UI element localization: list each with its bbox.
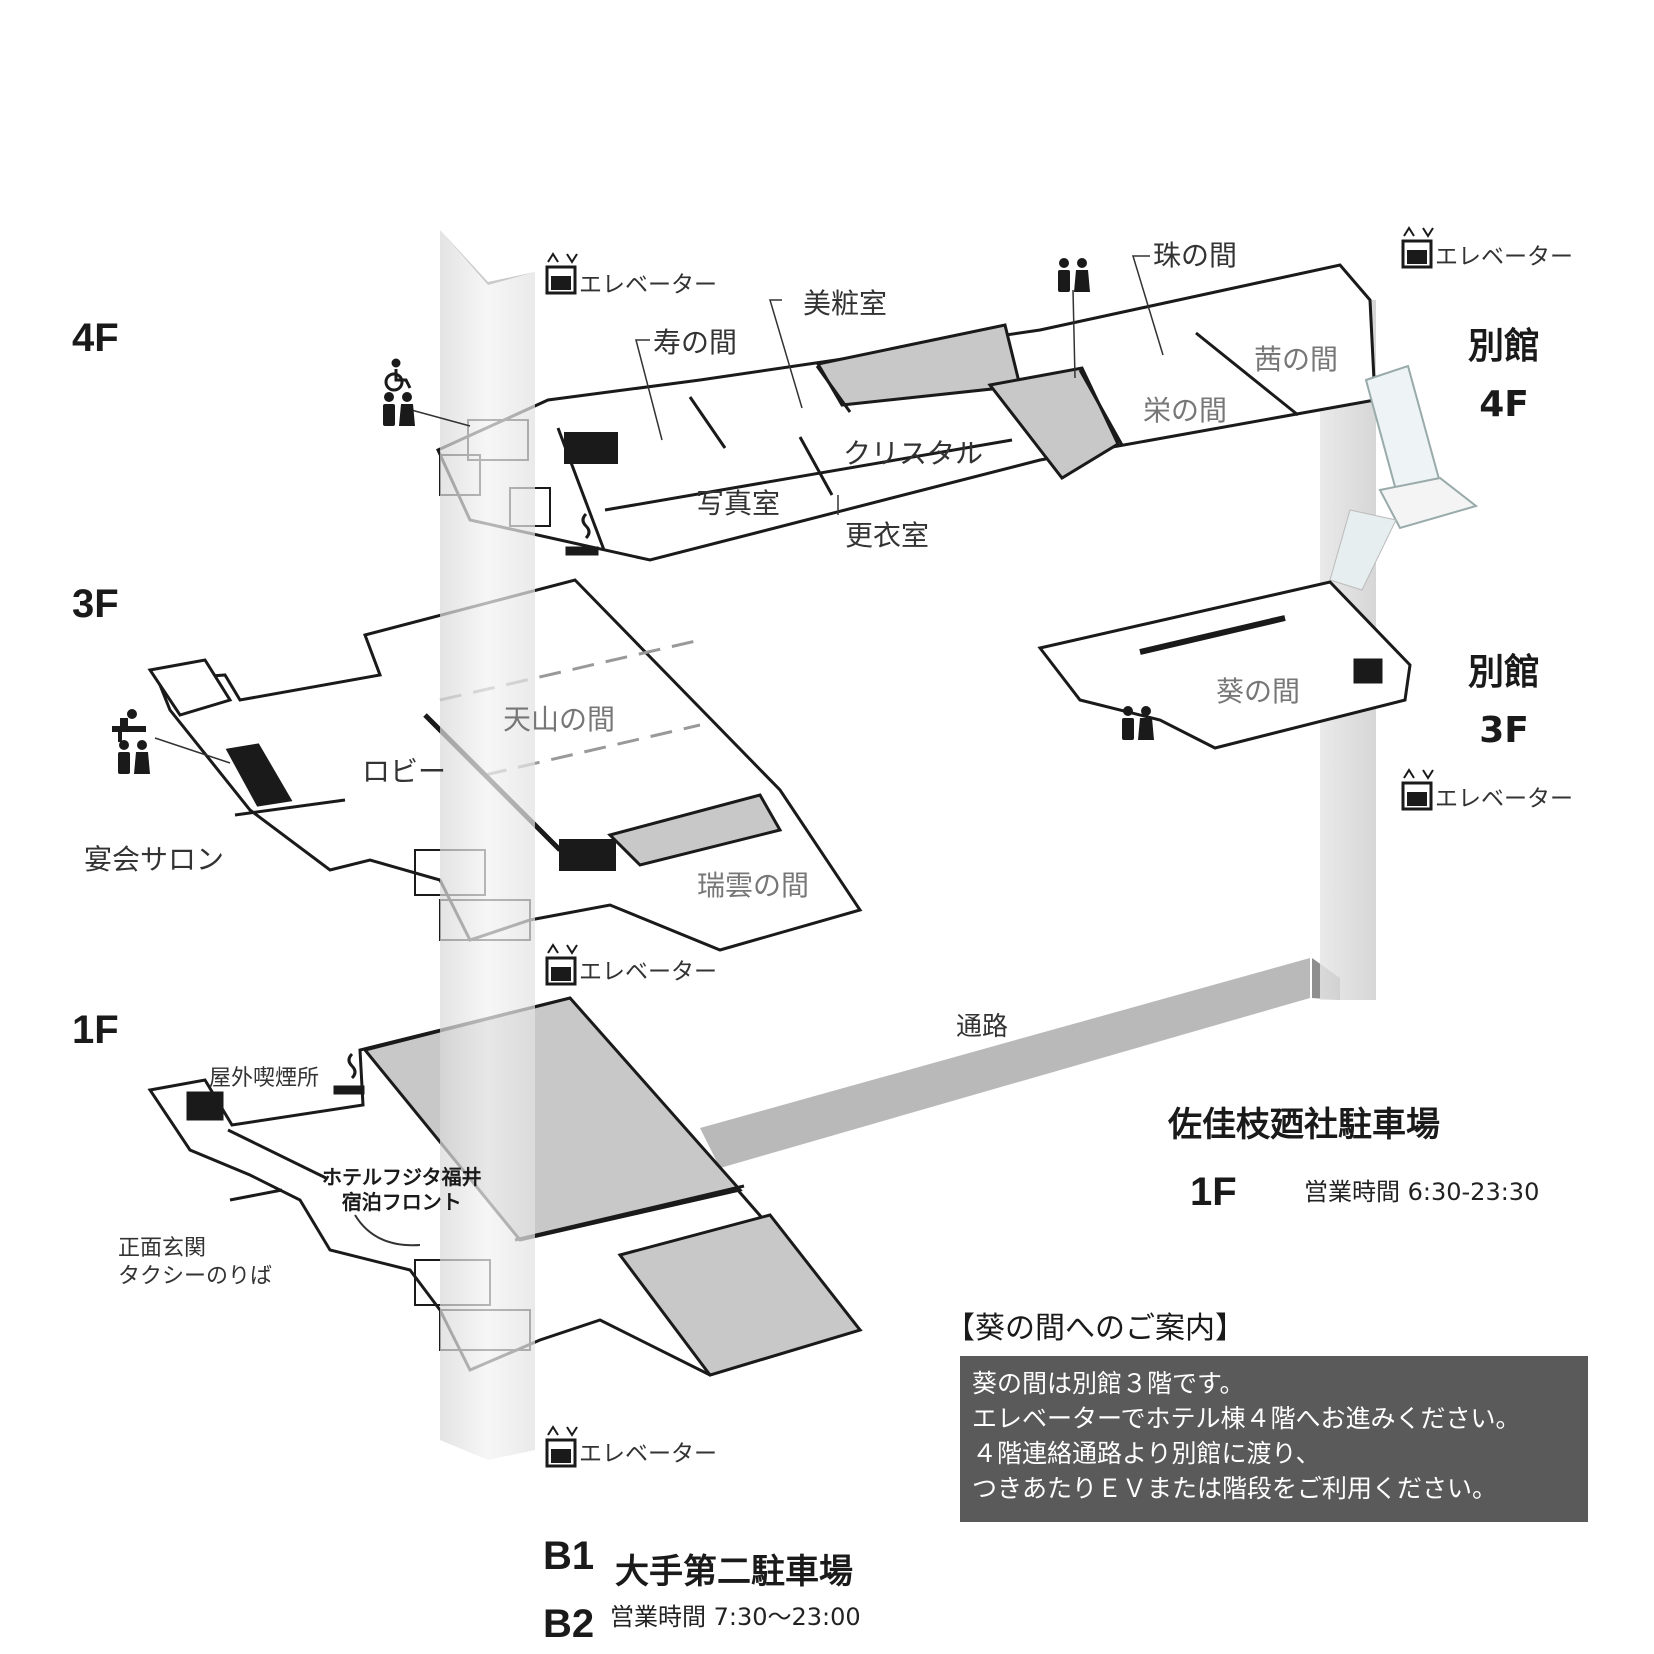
entrance-line1: 正面玄関	[118, 1236, 207, 1261]
toilet-icon	[1122, 706, 1154, 740]
smoking-icon	[333, 1052, 365, 1095]
hotel-front-line1: ホテルフジタ福井	[322, 1165, 482, 1189]
elevator-label-1f: エレベーター	[579, 1441, 717, 1467]
floor-4f-label: 4F	[72, 316, 119, 360]
annex-parking-hours: 営業時間 6:30-23:30	[1304, 1178, 1540, 1206]
elevator-icon	[545, 943, 578, 986]
floor-b1-label: B1	[543, 1534, 595, 1578]
annex-4f-floor: 4F	[1479, 383, 1529, 425]
guide-box: 葵の間は別館３階です。 エレベーターでホテル棟４階へお進みください。 ４階連絡通…	[960, 1356, 1588, 1522]
passage-corridor	[700, 958, 1310, 1168]
smoking-icon	[565, 512, 599, 556]
toilet-icon	[1058, 258, 1090, 292]
floor-3f-label: 3F	[72, 582, 119, 626]
room-kouishitsu: 更衣室	[845, 519, 930, 552]
room-shashinshitsu: 写真室	[696, 487, 781, 520]
annex-4f-label: 別館 4F	[1468, 318, 1540, 433]
elevator-icon	[545, 1425, 578, 1468]
guide-title: 【葵の間へのご案内】	[945, 1311, 1245, 1346]
floor-4f-plan	[436, 263, 1377, 562]
elevator-label-annex-4f: エレベーター	[1435, 244, 1573, 270]
floor-b2-label: B2	[543, 1602, 595, 1646]
elevator-label-annex-3f: エレベーター	[1435, 786, 1573, 812]
room-zuiun: 瑞雲の間	[697, 869, 810, 902]
main-elevator-shaft	[440, 230, 535, 1460]
hotel-front-label: ホテルフジタ福井 宿泊フロント	[322, 1165, 482, 1215]
annex-3f-floor: 3F	[1479, 709, 1529, 751]
guide-line: つきあたりＥＶまたは階段をご利用ください。	[972, 1474, 1498, 1503]
annex-stairs-landing	[1378, 476, 1479, 530]
wheelchair-icon	[384, 358, 412, 392]
annex-stairs-lower	[1329, 509, 1397, 591]
main-parking-name: 大手第二駐車場	[615, 1552, 853, 1592]
room-kotobuki: 寿の間	[653, 326, 738, 359]
entrance-line2: タクシーのりば	[118, 1263, 273, 1289]
room-salon: 宴会サロン	[84, 843, 225, 876]
entrance-label: 正面玄関 タクシーのりば	[118, 1235, 272, 1290]
room-lobby: ロビー	[362, 755, 447, 788]
room-sakae: 栄の間	[1143, 394, 1228, 427]
room-akane: 茜の間	[1254, 343, 1339, 376]
guide-line: ４階連絡通路より別館に渡り、	[972, 1439, 1321, 1468]
room-crystal: クリスタル	[843, 437, 984, 470]
main-parking-hours: 営業時間 7:30〜23:00	[610, 1603, 861, 1631]
elevator-label-3f: エレベーター	[579, 959, 717, 985]
elevator-icon	[545, 252, 578, 295]
annex-3f-name: 別館	[1468, 652, 1541, 693]
elevator-icon	[1401, 226, 1434, 269]
annex-parking-floor: 1F	[1190, 1170, 1237, 1214]
annex-parking-name: 佐佳枝廼社駐車場	[1168, 1105, 1440, 1145]
annex-3f-label: 別館 3F	[1468, 644, 1540, 759]
floor-3f-annex-plan	[1037, 580, 1412, 750]
toilet-icon	[383, 392, 415, 426]
elevator-label-4f: エレベーター	[579, 272, 717, 298]
floor-1f-label: 1F	[72, 1008, 119, 1052]
front-arrow	[354, 1214, 421, 1247]
guide-line: エレベーターでホテル棟４階へお進みください。	[972, 1404, 1521, 1433]
guide-line: 葵の間は別館３階です。	[972, 1369, 1245, 1398]
toilet-icon	[118, 740, 150, 774]
room-tama: 珠の間	[1153, 239, 1238, 272]
passage-label: 通路	[956, 1012, 1009, 1042]
outdoor-smoking-label: 屋外喫煙所	[209, 1066, 320, 1091]
baby-care-icon	[112, 709, 146, 742]
room-tenzan: 天山の間	[503, 703, 616, 736]
leader-lines	[154, 255, 1164, 764]
room-aoi: 葵の間	[1216, 675, 1301, 708]
annex-4f-name: 別館	[1468, 326, 1541, 367]
elevator-icon	[1401, 768, 1434, 811]
room-bishoshitsu: 美粧室	[803, 287, 888, 320]
hotel-front-line2: 宿泊フロント	[341, 1190, 462, 1214]
